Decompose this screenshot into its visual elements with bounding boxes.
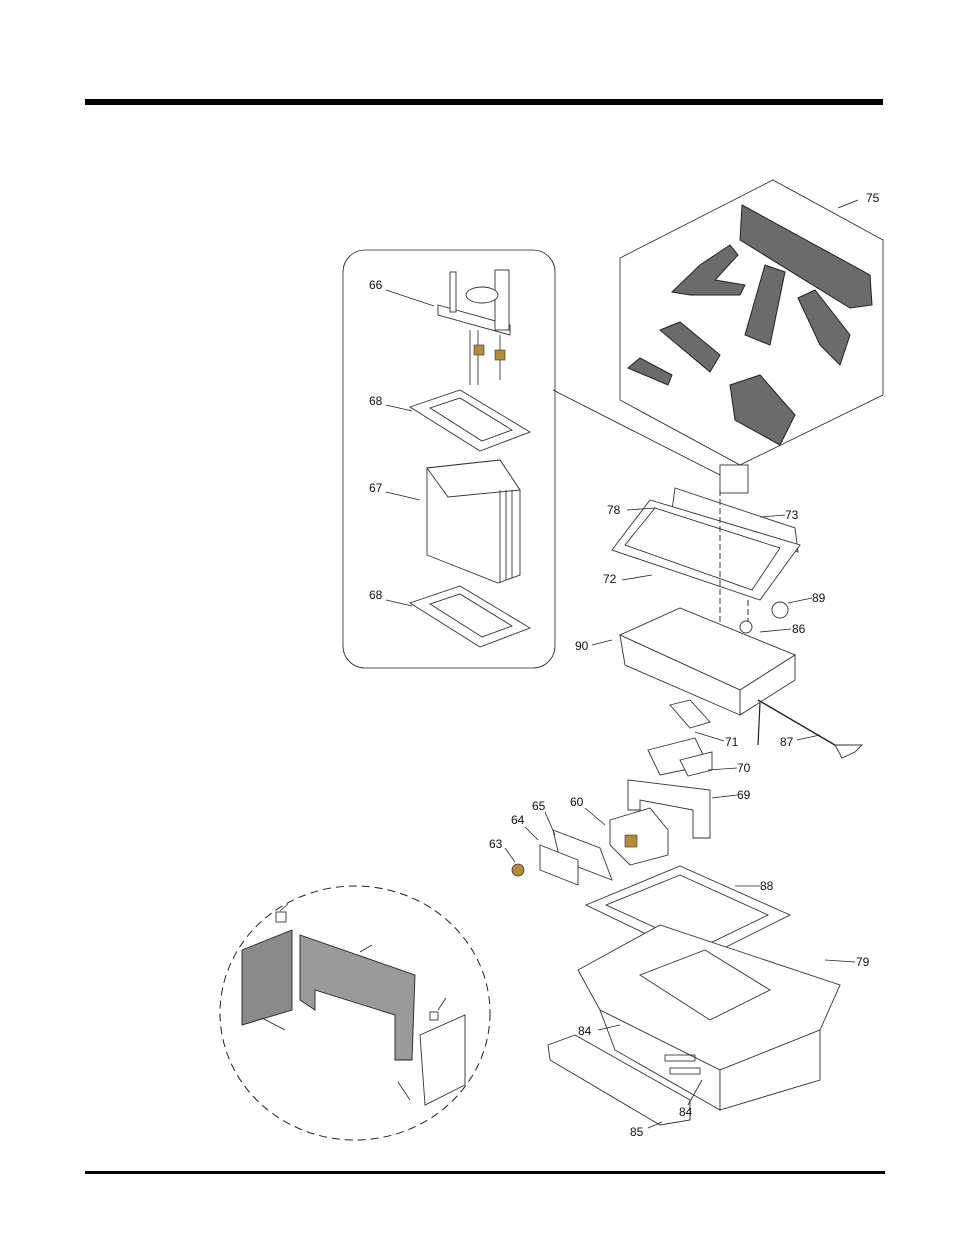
callout-63: 63: [489, 837, 503, 851]
brick-panel-detail: [220, 886, 490, 1140]
callout-70: 70: [737, 761, 751, 775]
callout-85: 85: [630, 1125, 644, 1139]
callout-69: 69: [737, 788, 751, 802]
callout-84-right: 84: [679, 1105, 693, 1119]
callout-87: 87: [780, 735, 794, 749]
callout-66: 66: [369, 278, 383, 292]
callout-75: 75: [866, 191, 880, 205]
callout-67: 67: [369, 481, 383, 495]
callout-68-upper: 68: [369, 394, 383, 408]
gasket-lower: [410, 586, 530, 647]
callout-86: 86: [792, 622, 806, 636]
plenum-box: [427, 460, 520, 583]
pilot-assembly: [438, 270, 510, 385]
knob-86: [740, 621, 752, 633]
gas-valve: [610, 808, 668, 865]
callout-65: 65: [532, 799, 546, 813]
callout-72: 72: [603, 572, 617, 586]
callout-88: 88: [760, 879, 774, 893]
callout-60: 60: [570, 795, 584, 809]
callout-78: 78: [607, 503, 621, 517]
knob-89: [772, 602, 788, 618]
callout-68-lower: 68: [369, 588, 383, 602]
fitting-63: [512, 864, 524, 876]
callout-71: 71: [725, 735, 739, 749]
callout-89: 89: [812, 591, 826, 605]
callout-64: 64: [511, 813, 525, 827]
gasket-upper: [410, 390, 530, 451]
callout-90: 90: [575, 639, 589, 653]
callout-79: 79: [856, 955, 870, 969]
pilot-detail-inset: [343, 250, 555, 668]
burner-pan: [620, 608, 795, 728]
log-set: [620, 180, 883, 465]
control-rod: [758, 700, 862, 758]
callout-84-left: 84: [578, 1024, 592, 1038]
callout-73: 73: [785, 508, 799, 522]
